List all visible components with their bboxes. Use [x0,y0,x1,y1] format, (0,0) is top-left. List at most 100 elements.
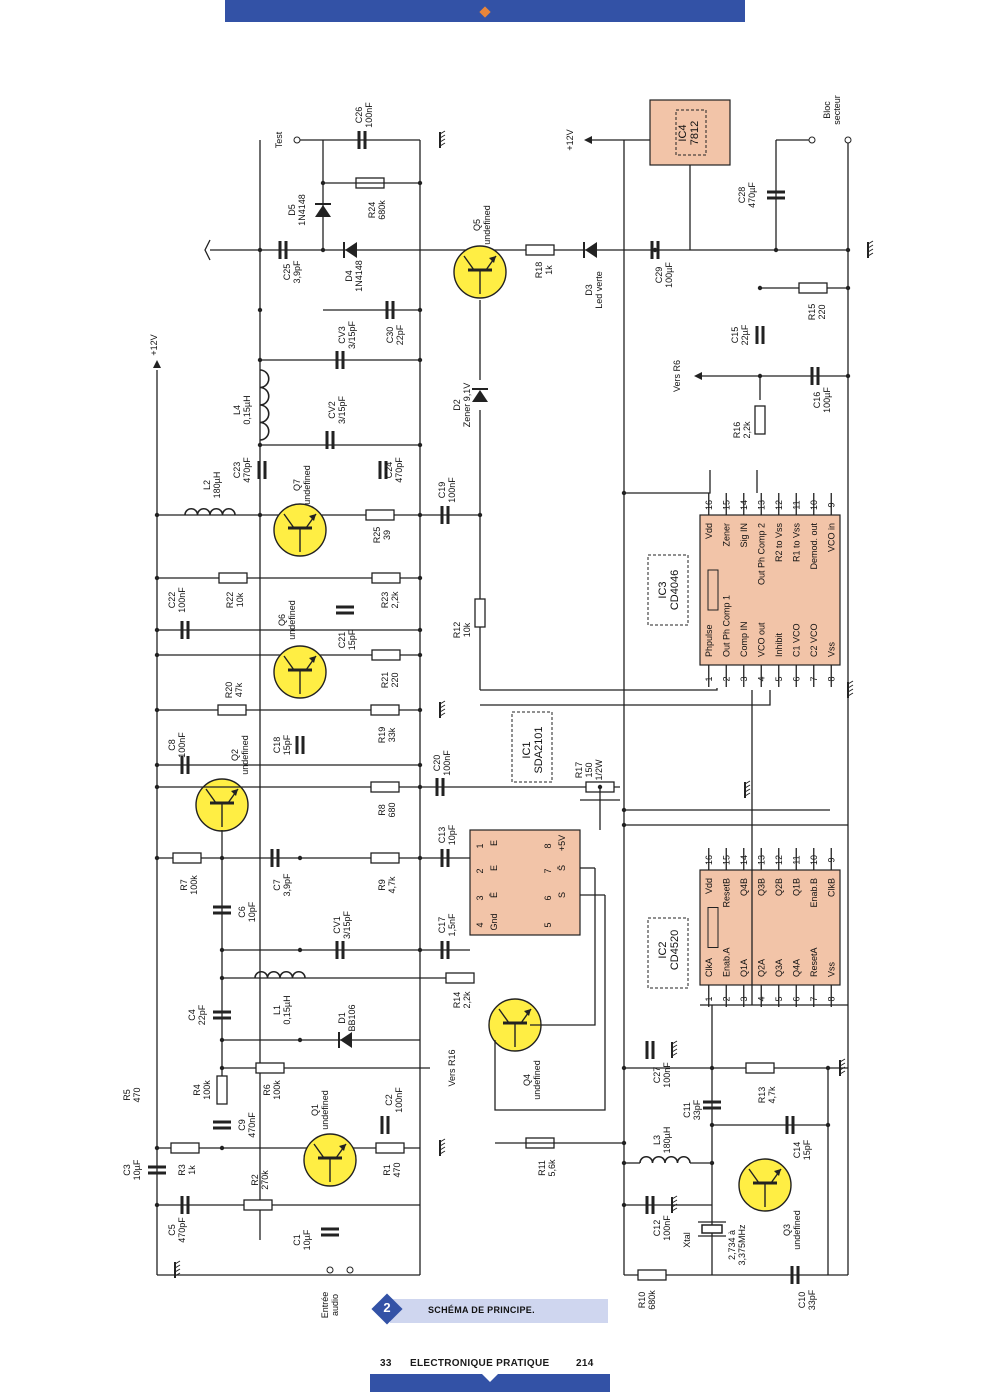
ground-c27 [671,1040,678,1058]
r22-symbol [218,572,248,584]
svg-text:220: 220 [817,304,827,319]
ic2-pinlabel-r7: Enab.B [809,878,819,908]
q7-symbol [273,503,327,557]
svg-text:L2: L2 [202,480,212,490]
antenna-icon [204,239,211,261]
c4-symbol [213,1010,231,1020]
junction-dot [757,285,763,291]
svg-text:C29: C29 [654,267,664,284]
junction-dot [320,180,326,186]
svg-text:C5: C5 [167,1224,177,1236]
junction-dot [597,784,603,790]
caption-title: SCHÉMA DE PRINCIPE. [428,1305,535,1315]
svg-text:100nF: 100nF [177,732,187,758]
cv3-symbol [335,351,345,369]
svg-text:270k: 270k [260,1170,270,1190]
wire-inhibit [480,690,771,706]
r15-symbol [798,282,828,294]
svg-text:Sig IN: Sig IN [739,523,749,548]
svg-text:S̄: S̄ [557,865,567,871]
l4-symbol [259,369,270,441]
ic2-name-box [647,917,689,989]
junction-dot [825,1065,831,1071]
svg-text:ClkB: ClkB [826,878,836,897]
ic3-pinlabel-l1: Phpulse [704,624,714,657]
junction-dot [154,855,160,861]
svg-text:R15: R15 [807,304,817,321]
junction-dot [773,247,779,253]
svg-text:C15: C15 [730,327,740,344]
svg-text:5: 5 [543,922,553,927]
svg-text:Test: Test [274,131,284,148]
svg-text:audio: audio [330,1294,340,1316]
label-vers-r16: Vers R16 [447,1049,457,1086]
junction-dot [154,652,160,658]
d1-varicap-symbol [338,1032,352,1048]
junction-dot [709,1160,715,1166]
r8-symbol [370,781,400,793]
ic3-pinlabel-r1: Vdd [704,523,714,539]
svg-text:3: 3 [475,895,485,900]
junction-dot [417,307,423,313]
svg-text:2: 2 [475,868,485,873]
svg-text:+12V: +12V [565,129,575,150]
ic1-pin-label-7: S̄ [557,865,567,871]
wire [494,895,606,1111]
ic3-pinlabel-r2: Zener [721,523,731,547]
cv1-symbol [335,941,345,959]
svg-text:1k: 1k [187,1165,197,1175]
c10-symbol [790,1266,800,1284]
ic4-body [649,99,731,166]
svg-text:1: 1 [475,843,485,848]
junction-dot [297,855,303,861]
svg-text:C14: C14 [792,1142,802,1159]
junction-dot [652,247,658,253]
svg-text:C18: C18 [272,737,282,754]
svg-text:R22: R22 [225,592,235,609]
c29-symbol [650,241,660,259]
junction-dot [621,1140,627,1146]
svg-text:R3: R3 [177,1164,187,1176]
svg-text:470pF: 470pF [242,457,252,483]
label-vers-r6: Vers R6 [672,360,682,392]
c20-symbol [435,778,445,796]
arrow-vers-r6 [694,372,702,380]
svg-text:470: 470 [132,1087,142,1102]
svg-text:ResetA: ResetA [809,947,819,977]
svg-text:Q3A: Q3A [774,959,784,977]
svg-text:undefined: undefined [482,205,492,245]
svg-text:33pF: 33pF [692,1099,702,1120]
ic1-pin-4: 4 [475,922,485,927]
svg-text:2,734 à: 2,734 à [727,1230,737,1260]
c26-symbol [357,131,367,149]
svg-text:3,375MHz: 3,375MHz [737,1224,747,1266]
svg-text:C21: C21 [337,632,347,649]
c6-symbol [213,905,231,915]
ic3-pinlabel-l8: Vss [826,641,836,657]
svg-text:15pF: 15pF [282,734,292,755]
footer-page-number: 33 [380,1358,392,1369]
c27-symbol [645,1041,655,1059]
svg-text:L3: L3 [652,1135,662,1145]
svg-text:470: 470 [392,1162,402,1177]
junction-dot [417,627,423,633]
svg-text:C2 VCO: C2 VCO [809,623,819,657]
ic2-pinlabel-r3: Q4B [739,878,749,896]
ic3-body [699,514,841,666]
d4-symbol [343,242,357,258]
svg-text:R19: R19 [377,727,387,744]
svg-text:C24: C24 [384,462,394,479]
c25-symbol [278,241,288,259]
svg-text:100nF: 100nF [442,750,452,776]
